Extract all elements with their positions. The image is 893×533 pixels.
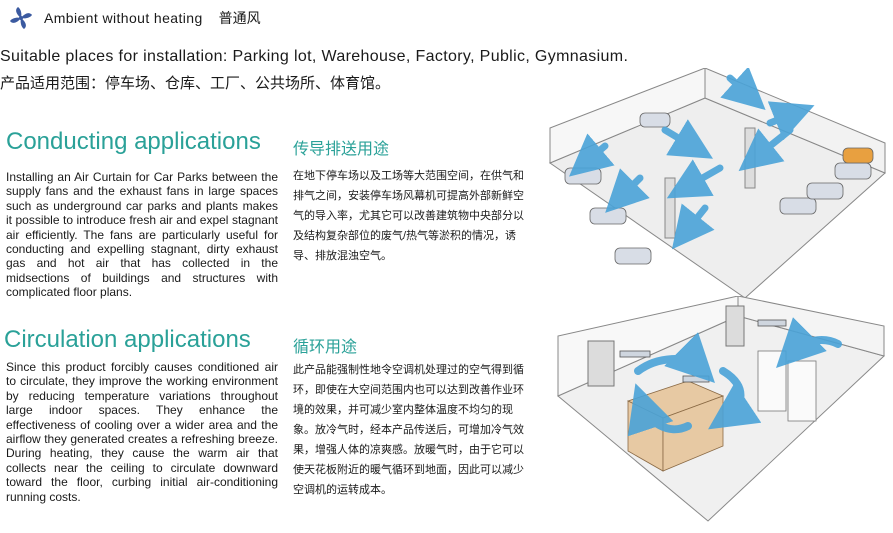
circulation-title-cn: 循环用途 — [293, 339, 358, 356]
suitable-places-en: Suitable places for installation: Parkin… — [0, 48, 629, 65]
circulation-title-en: Circulation applications — [4, 326, 251, 353]
conducting-title-cn: 传导排送用途 — [293, 141, 390, 158]
header-title-en: Ambient without heating — [44, 10, 203, 26]
header: Ambient without heating 普通风 — [8, 4, 261, 32]
circulation-text-cn: 此产品能强制性地令空调机处理过的空气得到循环，即使在大空间范围内也可以达到改善作… — [293, 364, 524, 496]
conducting-title-en: Conducting applications — [6, 128, 261, 155]
header-title-cn: 普通风 — [218, 10, 261, 26]
circulation-illustration — [557, 296, 885, 522]
car-park-illustration — [548, 68, 886, 299]
conducting-text-en: Installing an Air Curtain for Car Parks … — [6, 170, 278, 300]
conducting-text-cn: 在地下停车场以及工场等大范围空间，在供气和排气之间，安装停车场风幕机可提高外部新… — [293, 170, 524, 262]
fan-icon — [10, 7, 32, 29]
circulation-text-en: Since this product forcibly causes condi… — [6, 360, 278, 504]
suitable-places-cn: 产品适用范围：停车场、仓库、工厂、公共场所、体育馆。 — [0, 75, 391, 92]
